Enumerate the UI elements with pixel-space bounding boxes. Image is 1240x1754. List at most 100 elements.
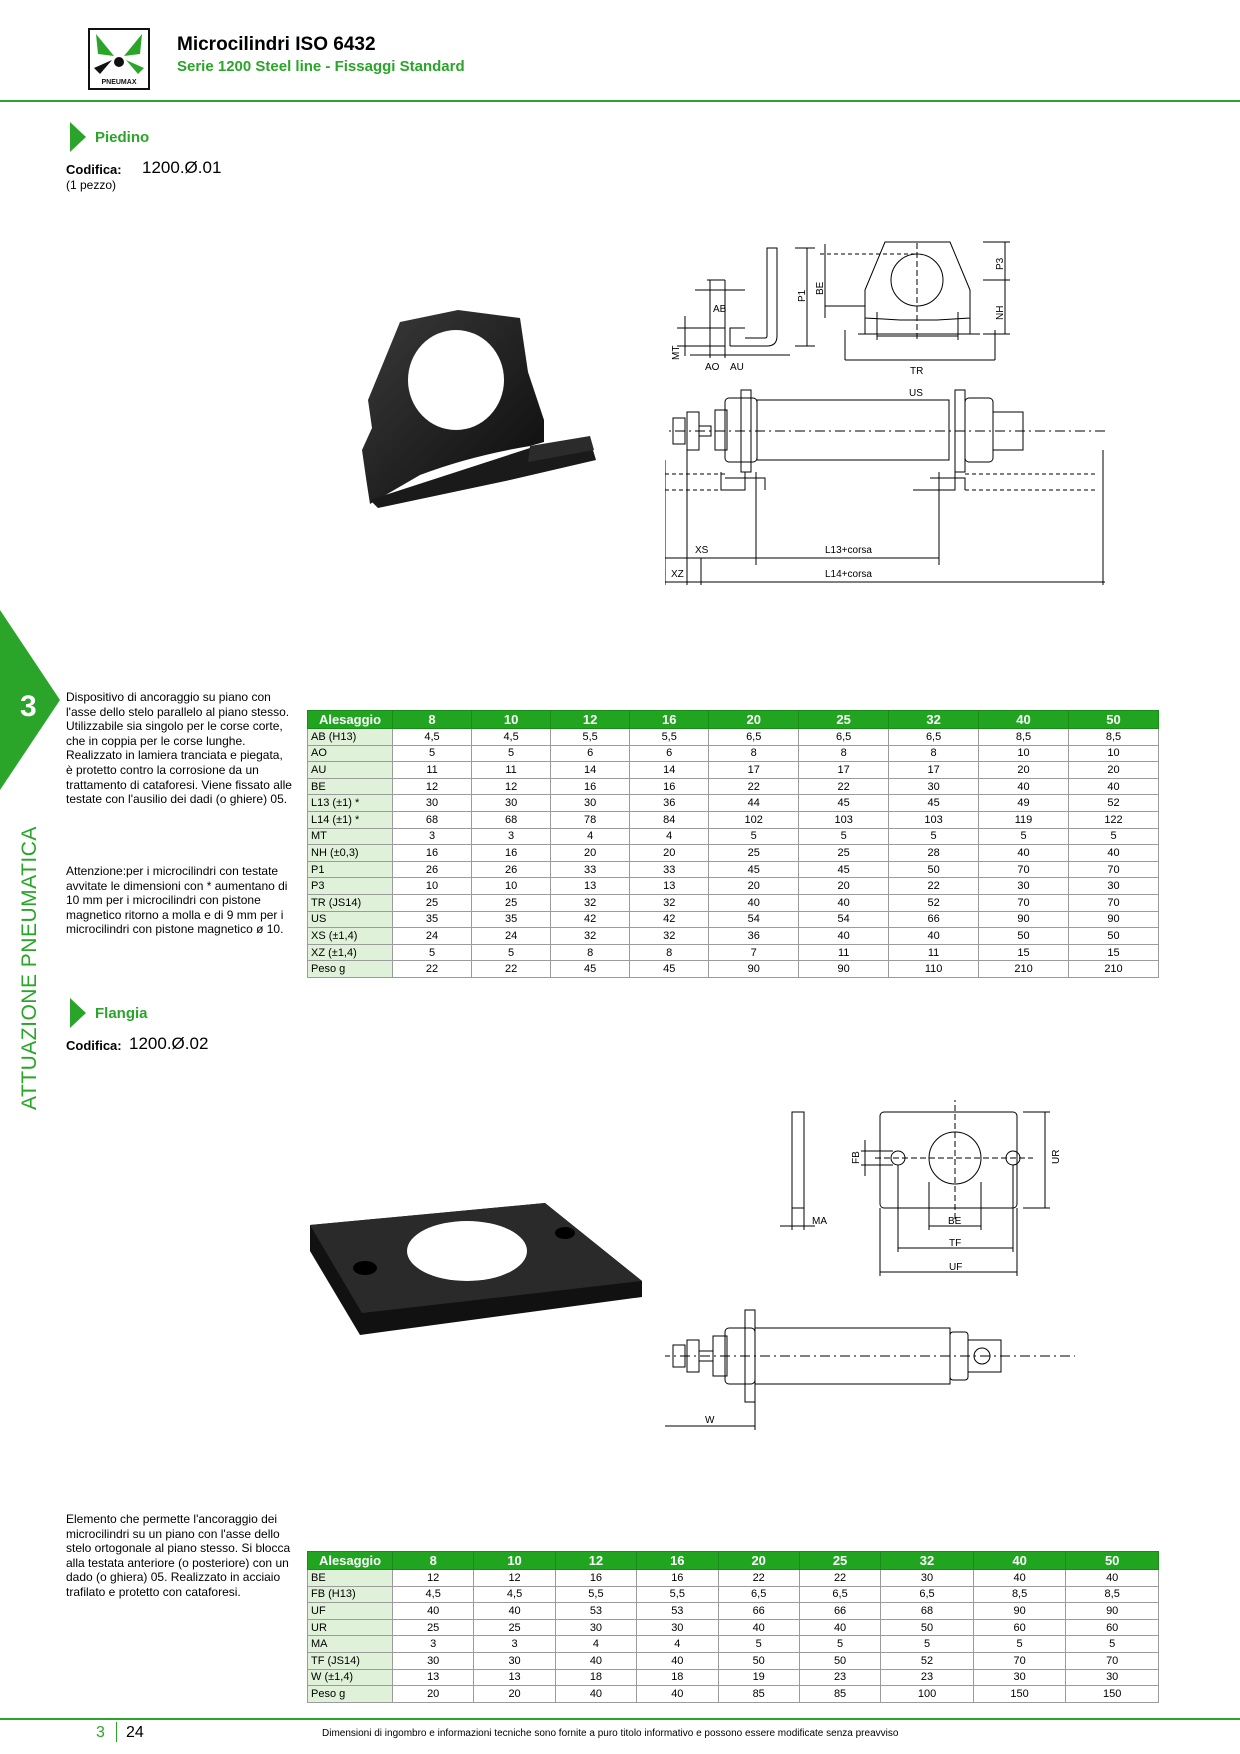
label-xz: XZ xyxy=(671,569,684,580)
table-cell: 40 xyxy=(636,1651,719,1670)
table-cell: 25 xyxy=(798,844,890,862)
table-cell: 40 xyxy=(554,1685,638,1703)
table-cell: 70 xyxy=(1068,893,1159,912)
table-cell: 13 xyxy=(550,877,631,895)
table-cell: 70 xyxy=(978,860,1069,879)
table-cell: 70 xyxy=(972,1651,1067,1670)
table-header-cell: 20 xyxy=(717,1551,800,1570)
table-header-cell: 25 xyxy=(798,710,890,729)
table-cell: 20 xyxy=(798,877,890,895)
table-cell: 42 xyxy=(550,910,631,929)
label-l13: L13+corsa xyxy=(825,545,872,556)
table-cell: 85 xyxy=(717,1685,800,1703)
table-cell: 122 xyxy=(1068,810,1159,829)
label-p3: P3 xyxy=(995,257,1006,270)
table-header-label: Alesaggio xyxy=(307,1551,393,1570)
table-cell: 4,5 xyxy=(391,1585,475,1604)
table-row-label: NH (±0,3) xyxy=(307,844,393,862)
label-tr: TR xyxy=(910,366,923,377)
table-cell: 210 xyxy=(978,960,1069,978)
table-cell: 40 xyxy=(1068,777,1159,796)
table-header-cell: 16 xyxy=(636,1551,719,1570)
table-row-label: TR (JS14) xyxy=(307,893,393,912)
table-cell: 53 xyxy=(636,1602,719,1620)
chapter-tab xyxy=(0,610,60,790)
table-cell: 30 xyxy=(636,1618,719,1637)
table-header-cell: 50 xyxy=(1065,1551,1159,1570)
table-cell: 33 xyxy=(629,860,710,879)
table-cell: 20 xyxy=(1068,761,1159,779)
table-header-row: Alesaggio 8 10 12 16 20 25 32 40 50 xyxy=(307,1551,1159,1570)
table-cell: 26 xyxy=(471,860,552,879)
foot-technical-drawing: AB MT AO AU P1 BE P3 NH TR US XS L13+cor… xyxy=(665,240,1105,585)
table-cell: 17 xyxy=(708,761,800,779)
table-cell: 6,5 xyxy=(717,1585,800,1604)
table-cell: 17 xyxy=(798,761,890,779)
table-cell: 20 xyxy=(391,1685,475,1703)
table-cell: 5 xyxy=(471,943,552,962)
table-cell: 45 xyxy=(550,960,631,978)
table-cell: 70 xyxy=(1068,860,1159,879)
table-cell: 25 xyxy=(473,1618,556,1637)
table-row-label: AB (H13) xyxy=(307,728,393,746)
section-title-flangia: Flangia xyxy=(95,1005,148,1022)
table-cell: 11 xyxy=(888,943,980,962)
table-cell: 103 xyxy=(888,810,980,829)
table-cell: 53 xyxy=(554,1602,638,1620)
table-row-label: AU xyxy=(307,761,393,779)
table-row-label: L14 (±1) * xyxy=(307,810,393,829)
document-title: Microcilindri ISO 6432 xyxy=(177,34,376,55)
table-cell: 40 xyxy=(708,893,800,912)
label-ao: AO xyxy=(705,362,720,373)
table-row-label: UR xyxy=(307,1618,393,1637)
table-cell: 10 xyxy=(471,877,552,895)
label-mt: MT xyxy=(671,346,682,360)
table-cell: 12 xyxy=(391,777,473,796)
table-cell: 30 xyxy=(391,1651,475,1670)
table-header-cell: 20 xyxy=(708,710,800,729)
table-header-cell: 8 xyxy=(391,710,473,729)
codifica-value: 1200.Ø.01 xyxy=(142,158,222,177)
table-row-label: W (±1,4) xyxy=(307,1668,393,1687)
logo-text: PNEUMAX xyxy=(101,79,136,86)
table-cell: 4 xyxy=(636,1635,719,1653)
table-header-cell: 32 xyxy=(880,1551,974,1570)
table-cell: 40 xyxy=(978,844,1069,862)
table-cell: 50 xyxy=(798,1651,882,1670)
table-cell: 60 xyxy=(1065,1618,1159,1637)
table-cell: 6,5 xyxy=(798,1585,882,1604)
table-header-row: Alesaggio 8 10 12 16 20 25 32 40 50 xyxy=(307,710,1159,729)
table-cell: 22 xyxy=(471,960,552,978)
table-cell: 13 xyxy=(473,1668,556,1687)
table-cell: 3 xyxy=(473,1635,556,1653)
table-row-label: P1 xyxy=(307,860,393,879)
table-cell: 11 xyxy=(798,943,890,962)
table-cell: 8,5 xyxy=(972,1585,1067,1604)
piedino-note: Attenzione:per i microcilindri con testa… xyxy=(66,864,288,937)
label-ab: AB xyxy=(713,304,727,315)
table-cell: 10 xyxy=(1068,744,1159,763)
table-cell: 30 xyxy=(888,777,980,796)
table-cell: 5,5 xyxy=(550,728,631,746)
table-cell: 13 xyxy=(629,877,710,895)
table-cell: 40 xyxy=(391,1602,475,1620)
chapter-label: ATTUAZIONE PNEUMATICA xyxy=(18,826,41,1110)
label-l14: L14+corsa xyxy=(825,569,872,580)
label-w: W xyxy=(705,1415,715,1426)
table-cell: 84 xyxy=(629,810,710,829)
table-cell: 30 xyxy=(471,794,552,812)
table-cell: 49 xyxy=(978,794,1069,812)
foot-bracket-photo xyxy=(362,310,596,508)
table-row-label: UF xyxy=(307,1602,393,1620)
table-cell: 6,5 xyxy=(880,1585,974,1604)
table-cell: 66 xyxy=(888,910,980,929)
